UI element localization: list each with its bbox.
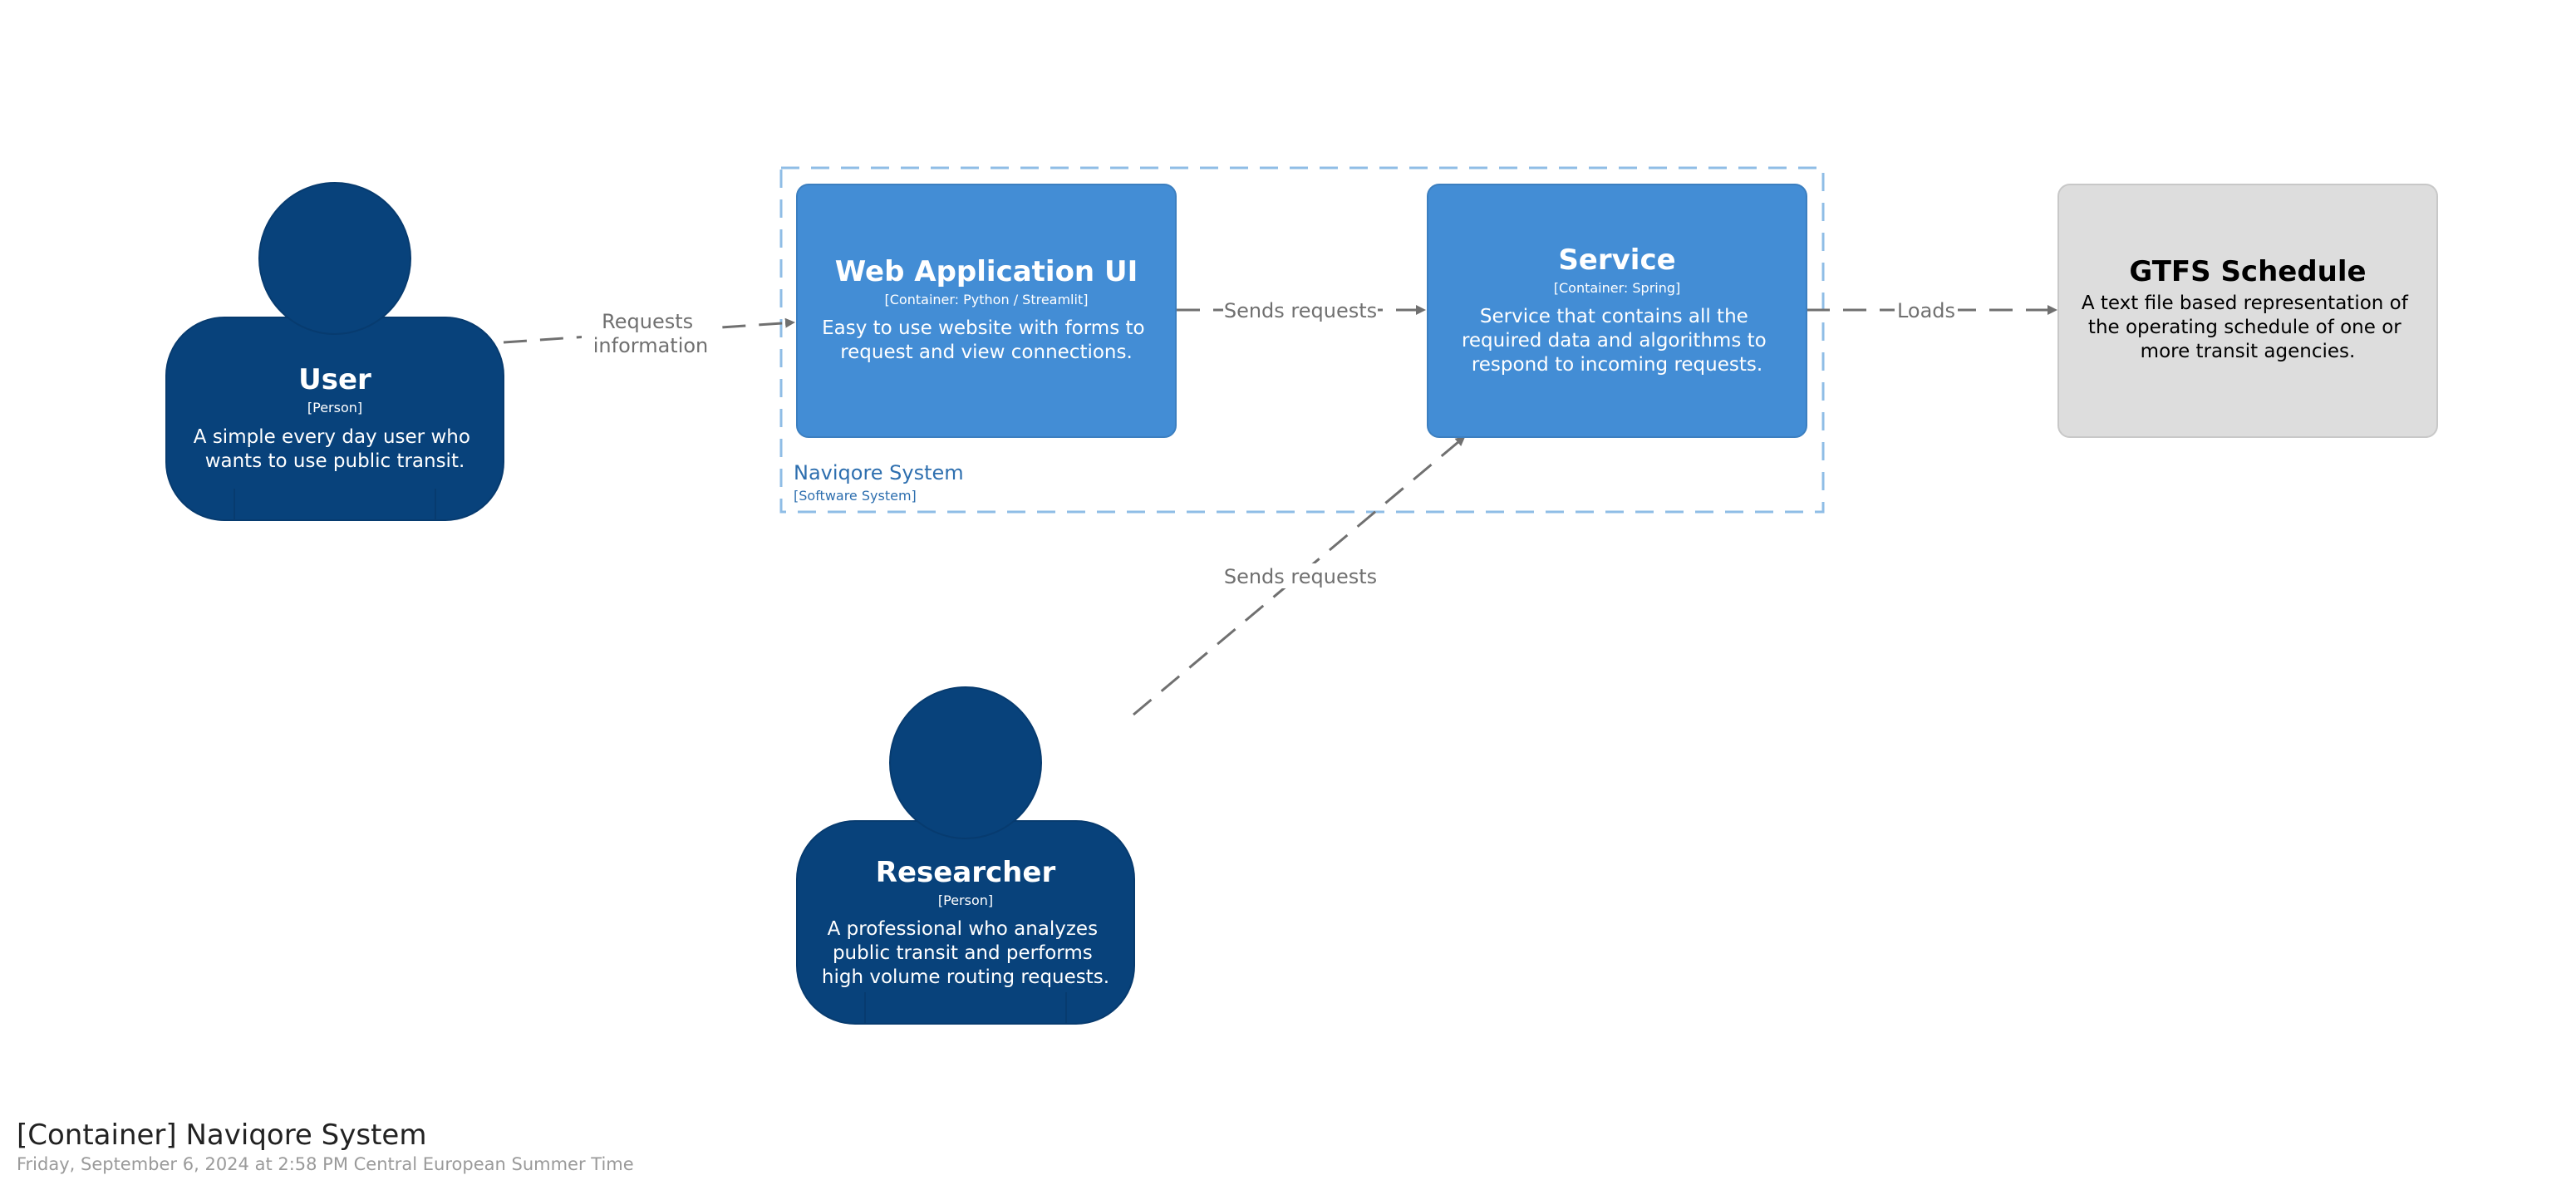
- naviqore-system-boundary[interactable]: Naviqore System [Software System]: [779, 166, 1825, 514]
- person-researcher-type: [Person]: [938, 892, 993, 908]
- rel-webapp-service-label-bg: [1223, 299, 1378, 322]
- container-webapp-box: [796, 184, 1177, 438]
- external-gtfs-box: [2057, 184, 2438, 438]
- container-web-application-ui[interactable]: Web Application UI [Container: Python / …: [796, 184, 1177, 438]
- rel-webapp-service-label: Sends requests: [1224, 299, 1377, 322]
- person-researcher-head: [889, 686, 1042, 839]
- rel-user-webapp-label: Requests information: [593, 310, 709, 357]
- rel-webapp-service[interactable]: Sends requests: [1177, 299, 1426, 322]
- rel-researcher-service-label: Sends requests: [1224, 565, 1377, 588]
- rel-service-gtfs[interactable]: Loads: [1807, 299, 2057, 322]
- person-researcher-description: A professional who analyzes public trans…: [822, 918, 1109, 988]
- container-service-name: Service: [1558, 243, 1675, 277]
- container-webapp-type: [Container: Python / Streamlit]: [885, 292, 1089, 307]
- person-user-name: User: [298, 363, 371, 396]
- person-researcher[interactable]: Researcher [Person] A professional who a…: [796, 686, 1135, 1025]
- external-gtfs-name: GTFS Schedule: [2129, 255, 2366, 288]
- person-user-description: A simple every day user who wants to use…: [194, 426, 476, 472]
- rel-user-webapp[interactable]: Requests information: [503, 307, 795, 359]
- external-system-gtfs-schedule[interactable]: GTFS Schedule A text file based represen…: [2057, 184, 2438, 438]
- container-service-type: [Container: Spring]: [1554, 280, 1681, 296]
- boundary-name: Naviqore System: [794, 461, 964, 484]
- boundary-type: [Software System]: [794, 488, 917, 504]
- diagram-footer: [Container] Naviqore System Friday, Sept…: [17, 1119, 634, 1174]
- container-service[interactable]: Service [Container: Spring] Service that…: [1427, 184, 1807, 438]
- rel-researcher-service[interactable]: Sends requests: [1133, 435, 1466, 716]
- person-user-body: [165, 317, 504, 521]
- person-user[interactable]: User [Person] A simple every day user wh…: [165, 182, 504, 521]
- person-user-head: [258, 182, 411, 335]
- container-webapp-description: Easy to use website with forms to reques…: [822, 317, 1151, 363]
- rel-service-gtfs-label-bg: [1895, 299, 1958, 322]
- container-webapp-name: Web Application UI: [835, 255, 1138, 288]
- container-service-description: Service that contains all the required d…: [1462, 306, 1772, 376]
- external-gtfs-description: A text file based representation of the …: [2082, 293, 2414, 362]
- person-researcher-name: Researcher: [876, 856, 1056, 889]
- rel-user-webapp-arrow: [503, 317, 795, 344]
- container-service-box: [1427, 184, 1807, 438]
- rel-user-webapp-label-bg: [582, 307, 720, 359]
- rel-service-gtfs-label: Loads: [1897, 299, 1955, 322]
- rel-researcher-service-label-bg: [1223, 563, 1378, 588]
- diagram-timestamp: Friday, September 6, 2024 at 2:58 PM Cen…: [17, 1153, 634, 1174]
- person-user-type: [Person]: [307, 400, 362, 415]
- diagram-title: [Container] Naviqore System: [17, 1119, 427, 1152]
